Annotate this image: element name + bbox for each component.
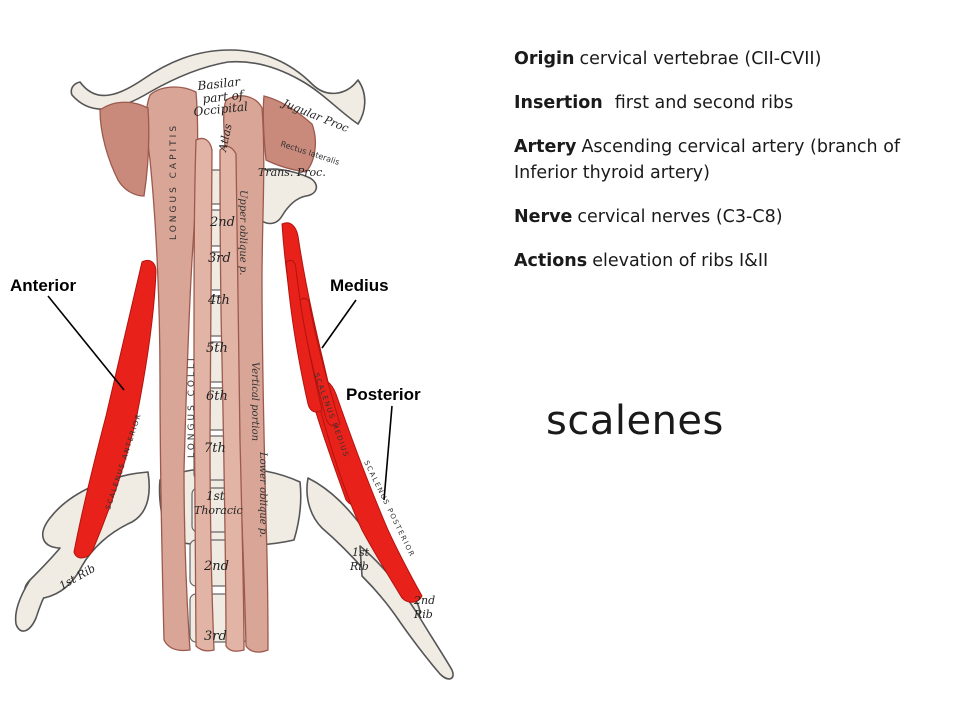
- label-t1-num: 1st: [206, 489, 225, 503]
- label-upper-oblique: Upper oblique p.: [237, 190, 248, 275]
- label-rib2-right-word: Rib: [413, 608, 433, 621]
- label-v5: 5th: [206, 341, 228, 356]
- longus-inner-left: [193, 137, 215, 652]
- rectus-capitis-right: [262, 95, 317, 173]
- label-lower-oblique: Lower oblique p.: [257, 451, 268, 537]
- label-longus-capitis: LONGUS CAPITIS: [169, 123, 179, 240]
- label-part-of: part of: [202, 88, 247, 106]
- info-actions-value: elevation of ribs I&II: [592, 251, 769, 271]
- info-origin-key: Origin: [514, 49, 575, 69]
- label-t2: 2nd: [203, 559, 229, 574]
- label-trans-proc: Trans. Proc.: [258, 166, 326, 179]
- scalenus-anterior-muscle: [73, 259, 157, 559]
- second-rib-right: [359, 545, 454, 680]
- label-longus-colli: LONGUS COLLI: [187, 355, 197, 458]
- info-actions-key: Actions: [514, 251, 588, 271]
- callout-line-anterior: [47, 295, 125, 391]
- callout-line-medius: [321, 299, 357, 349]
- info-artery-value: Ascending cervical artery (branch of Inf…: [514, 137, 901, 183]
- label-basilar: Basilar: [196, 74, 242, 93]
- info-artery-key: Artery: [514, 137, 577, 157]
- label-v7: 7th: [204, 441, 226, 456]
- occipital-bone: [70, 49, 366, 125]
- label-occipital: Occipital: [193, 99, 249, 119]
- info-insertion-key: Insertion: [514, 93, 603, 113]
- label-v4: 4th: [207, 293, 230, 308]
- longus-muscles: [99, 86, 317, 653]
- callouts: Anterior Medius Posterior: [10, 276, 421, 501]
- label-rib1-right-word: Rib: [349, 560, 369, 573]
- label-rib1-right-num: 1st: [352, 546, 370, 559]
- scalene-muscles: [73, 222, 423, 603]
- scalene-slip-2: [299, 297, 341, 427]
- label-vertical-portion: Vertical portion: [249, 362, 260, 441]
- label-t1-word: Thoracic: [194, 504, 243, 517]
- label-v6: 6th: [206, 389, 228, 404]
- rectus-capitis-left: [99, 101, 150, 197]
- longus-inner-right: [219, 145, 245, 652]
- label-atlas: Atlas: [216, 122, 235, 153]
- label-rib2-right-num: 2nd: [413, 594, 435, 607]
- label-v3: 3rd: [208, 251, 231, 266]
- info-insertion-value: first and second ribs: [614, 93, 794, 113]
- label-v2: 2nd: [209, 215, 235, 230]
- info-origin-value: cervical vertebrae (CII-CVII): [579, 49, 822, 69]
- callout-medius: Medius: [330, 276, 389, 295]
- callout-line-posterior: [383, 405, 393, 501]
- callout-posterior: Posterior: [346, 385, 421, 404]
- info-nerve-key: Nerve: [514, 207, 573, 227]
- info-nerve-value: cervical nerves (C3-C8): [577, 207, 783, 227]
- rib-left-tail: [14, 579, 45, 632]
- callout-anterior: Anterior: [10, 276, 77, 295]
- scalenus-posterior-muscle: [316, 379, 423, 603]
- scalene-slip-1: [285, 259, 323, 413]
- label-t3: 3rd: [204, 629, 227, 644]
- slide-title: scalenes: [546, 398, 724, 444]
- info-insertion: Insertion first and second ribs: [514, 90, 924, 116]
